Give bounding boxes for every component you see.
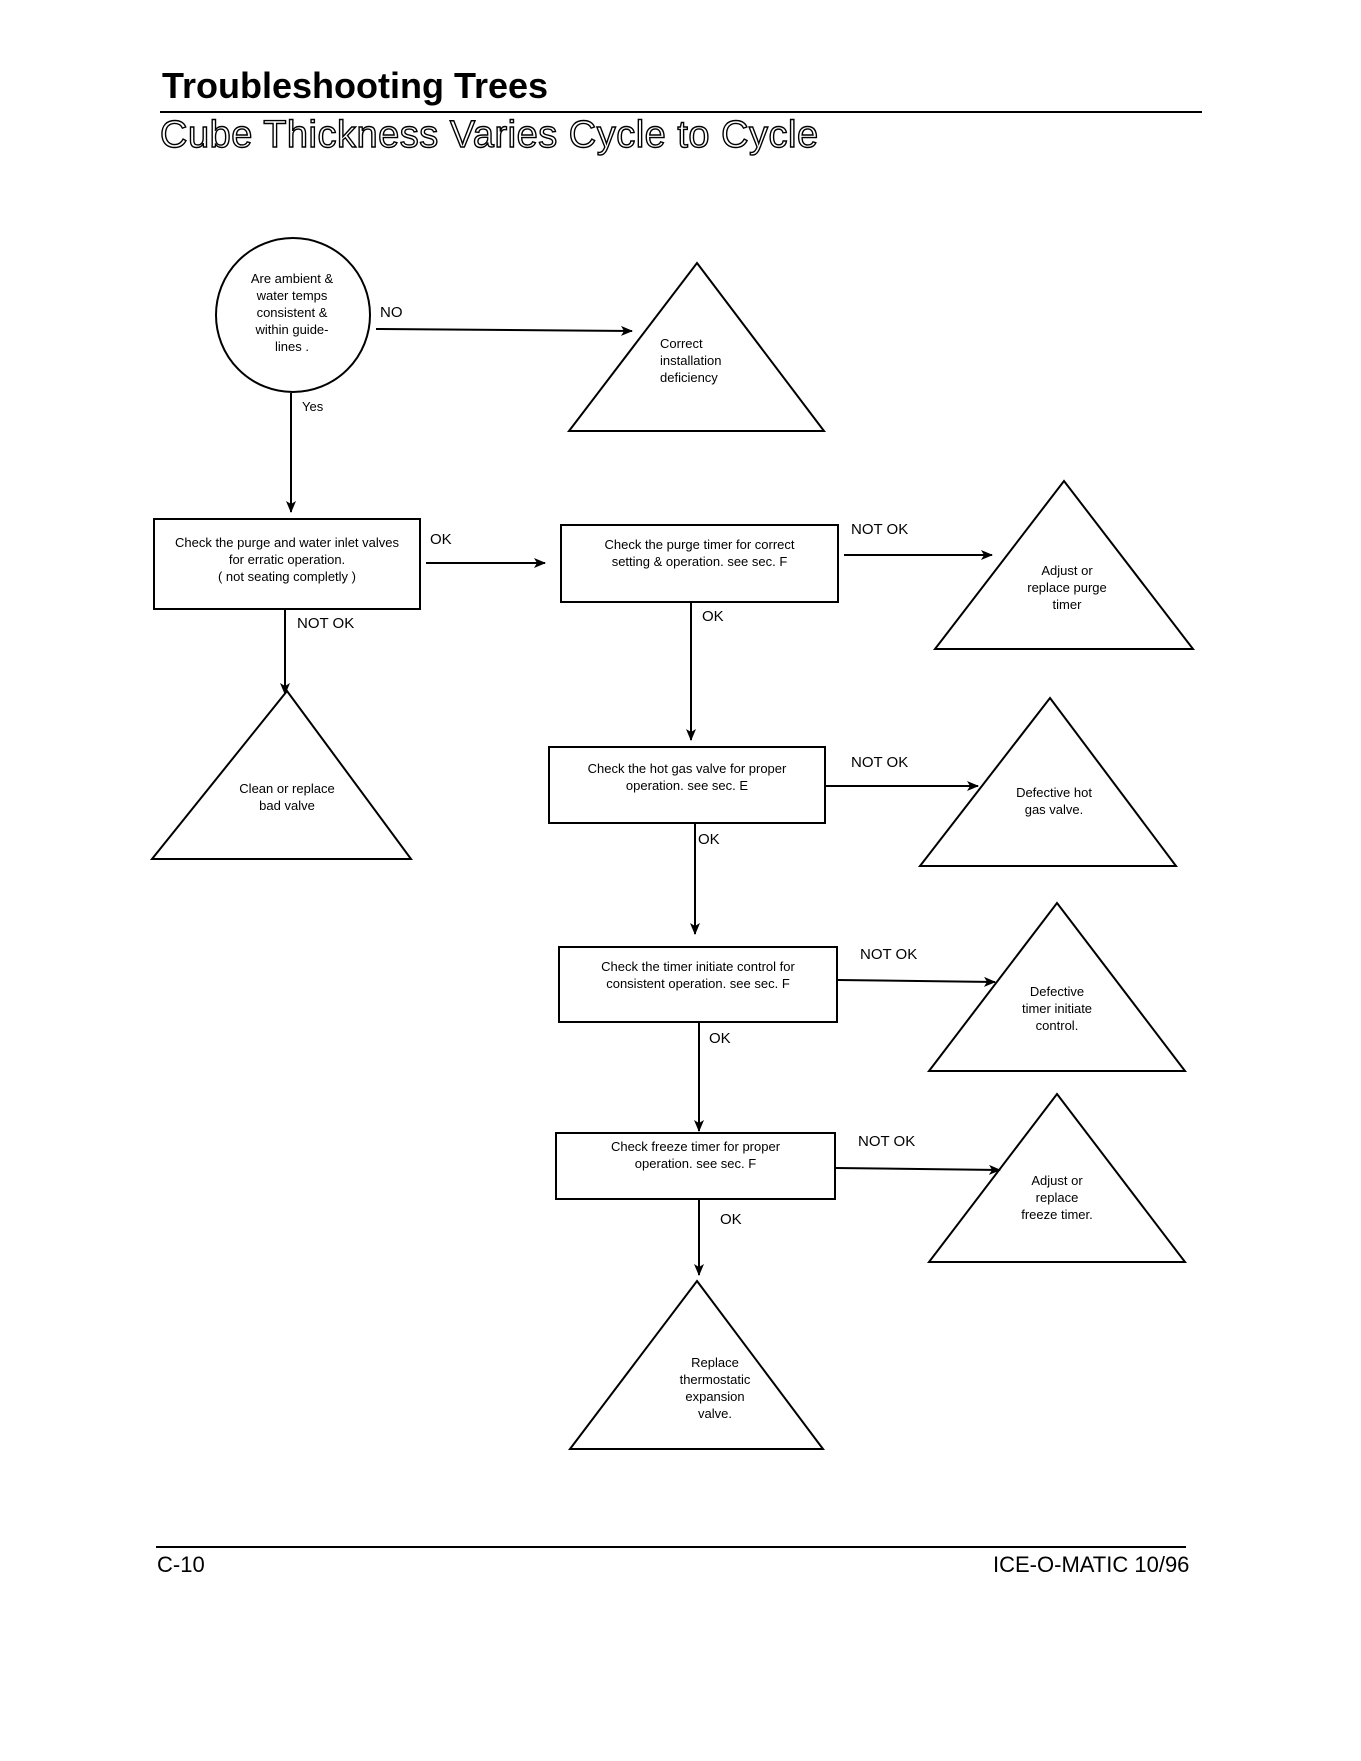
check-timer-initiate-box — [558, 946, 838, 1023]
correct-install-text: Correct installation deficiency — [660, 336, 722, 385]
edge-freeze-not-ok — [835, 1164, 1001, 1175]
edge-label-purge-timer-not-ok: NOT OK — [851, 521, 909, 538]
edge-label-freeze-not-ok: NOT OK — [858, 1133, 916, 1150]
page-number: C-10 — [157, 1552, 205, 1577]
edge-label-purge-timer-ok: OK — [702, 608, 724, 625]
edge-label-purge-valves-not-ok: NOT OK — [297, 615, 355, 632]
correct-install-triangle — [566, 261, 827, 432]
check-freeze-timer-text: Check freeze timer for proper operation.… — [610, 1139, 781, 1171]
footer-rule — [156, 1546, 1186, 1548]
check-hot-gas-box — [548, 746, 826, 824]
check-purge-timer-text: Check the purge timer for correct settin… — [604, 537, 795, 569]
adjust-freeze-triangle — [926, 1092, 1188, 1263]
adjust-freeze-text: Adjust or replace freeze timer. — [1021, 1173, 1093, 1222]
replace-txv-triangle — [567, 1279, 825, 1450]
defective-initiate-triangle — [926, 901, 1188, 1072]
edge-label-start-no: NO — [380, 304, 403, 321]
check-purge-timer-box — [560, 524, 839, 603]
page-title: Troubleshooting Trees — [162, 65, 549, 106]
edge-label-hot-gas-not-ok: NOT OK — [851, 754, 909, 771]
edge-label-hot-gas-ok: OK — [698, 831, 720, 848]
start-decision-text: Are ambient & water temps consistent & w… — [250, 271, 334, 354]
edge-label-initiate-ok: OK — [709, 1030, 731, 1047]
edge-label-freeze-ok: OK — [720, 1211, 742, 1228]
defective-hot-gas-triangle — [917, 696, 1178, 867]
adjust-purge-triangle — [932, 479, 1196, 650]
edge-start-no — [375, 325, 633, 336]
adjust-purge-text: Adjust or replace purge timer — [1027, 563, 1107, 612]
check-purge-valves-text: Check the purge and water inlet valves f… — [174, 535, 399, 584]
check-freeze-timer-box — [555, 1132, 836, 1200]
edge-label-start-yes: Yes — [302, 399, 324, 414]
edge-label-initiate-not-ok: NOT OK — [860, 946, 918, 963]
check-purge-valves-box — [153, 518, 421, 610]
edge-label-purge-valves-ok: OK — [430, 531, 452, 548]
replace-txv-text: Replace thermostatic expansion valve. — [679, 1355, 751, 1421]
start-decision-circle — [215, 237, 371, 393]
check-timer-initiate-text: Check the timer initiate control for con… — [601, 959, 795, 991]
title-rule — [160, 111, 1202, 113]
clean-replace-triangle — [149, 689, 413, 860]
defective-hot-gas-text: Defective hot gas valve. — [1016, 785, 1092, 817]
edge-initiate-not-ok — [837, 976, 996, 987]
clean-replace-text: Clean or replace bad valve — [239, 781, 335, 813]
defective-initiate-text: Defective timer initiate control. — [1021, 984, 1093, 1033]
footer-brand: ICE-O-MATIC 10/96 — [993, 1552, 1190, 1577]
page-subtitle: Cube Thickness Varies Cycle to Cycle — [159, 113, 819, 156]
check-hot-gas-text: Check the hot gas valve for proper opera… — [587, 761, 787, 793]
